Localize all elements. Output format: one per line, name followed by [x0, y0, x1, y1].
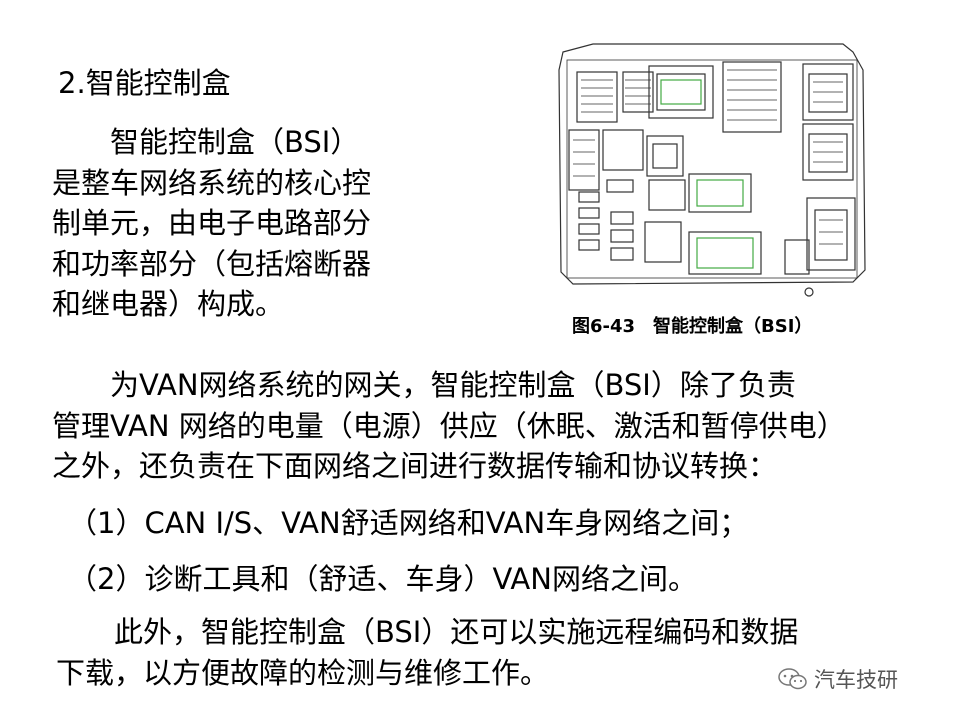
section-heading: 2.智能控制盒	[58, 66, 231, 100]
closing-paragraph: 此外，智能控制盒（BSI）还可以实施远程编码和数据 下载，以方便故障的检测与维修…	[56, 612, 936, 693]
gateway-line: 为VAN网络系统的网关，智能控制盒（BSI）除了负责	[52, 368, 796, 402]
closing-line: 此外，智能控制盒（BSI）还可以实施远程编码和数据	[56, 615, 799, 649]
bsi-diagram	[558, 43, 866, 297]
watermark: 汽车技研	[778, 664, 898, 694]
intro-line: 和继电器）构成。	[52, 287, 285, 321]
intro-line: 制单元，由电子电路部分	[52, 206, 372, 240]
wechat-icon	[778, 668, 807, 690]
intro-paragraph: 智能控制盒（BSI） 是整车网络系统的核心控 制单元，由电子电路部分 和功率部分…	[52, 122, 422, 325]
intro-line: 智能控制盒（BSI）	[52, 125, 360, 159]
gateway-paragraph: 为VAN网络系统的网关，智能控制盒（BSI）除了负责 管理VAN 网络的电量（电…	[52, 365, 942, 487]
gateway-line: 之外，还负责在下面网络之间进行数据传输和协议转换：	[52, 449, 778, 483]
list-item: （2）诊断工具和（舒适、车身）VAN网络之间。	[68, 562, 697, 596]
closing-line: 下载，以方便故障的检测与维修工作。	[56, 655, 550, 690]
list-item: （1）CAN I/S、VAN舒适网络和VAN车身网络之间；	[68, 506, 749, 540]
watermark-text: 汽车技研	[814, 668, 898, 692]
gateway-line: 管理VAN 网络的电量（电源）供应（休眠、激活和暂停供电）	[52, 408, 846, 443]
figure-caption: 图6-43 智能控制盒（BSI）	[572, 316, 813, 337]
intro-line: 是整车网络系统的核心控	[52, 165, 372, 200]
intro-line: 和功率部分（包括熔断器	[52, 246, 372, 281]
